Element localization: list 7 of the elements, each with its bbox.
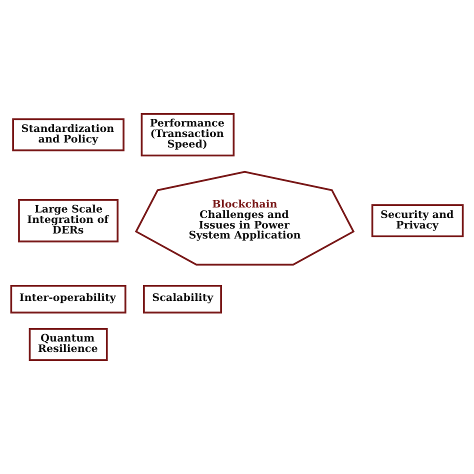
- node-box: Standardization and Policy: [12, 118, 124, 152]
- node-box: Performance (Transaction Speed): [140, 113, 235, 156]
- node-box: Scalability: [143, 284, 222, 314]
- node-box: Large Scale Integration of DERs: [18, 199, 119, 242]
- node-box: Quantum Resilience: [28, 328, 108, 361]
- node-box: Security and Privacy: [371, 204, 464, 238]
- node-box: Inter-operability: [10, 284, 126, 314]
